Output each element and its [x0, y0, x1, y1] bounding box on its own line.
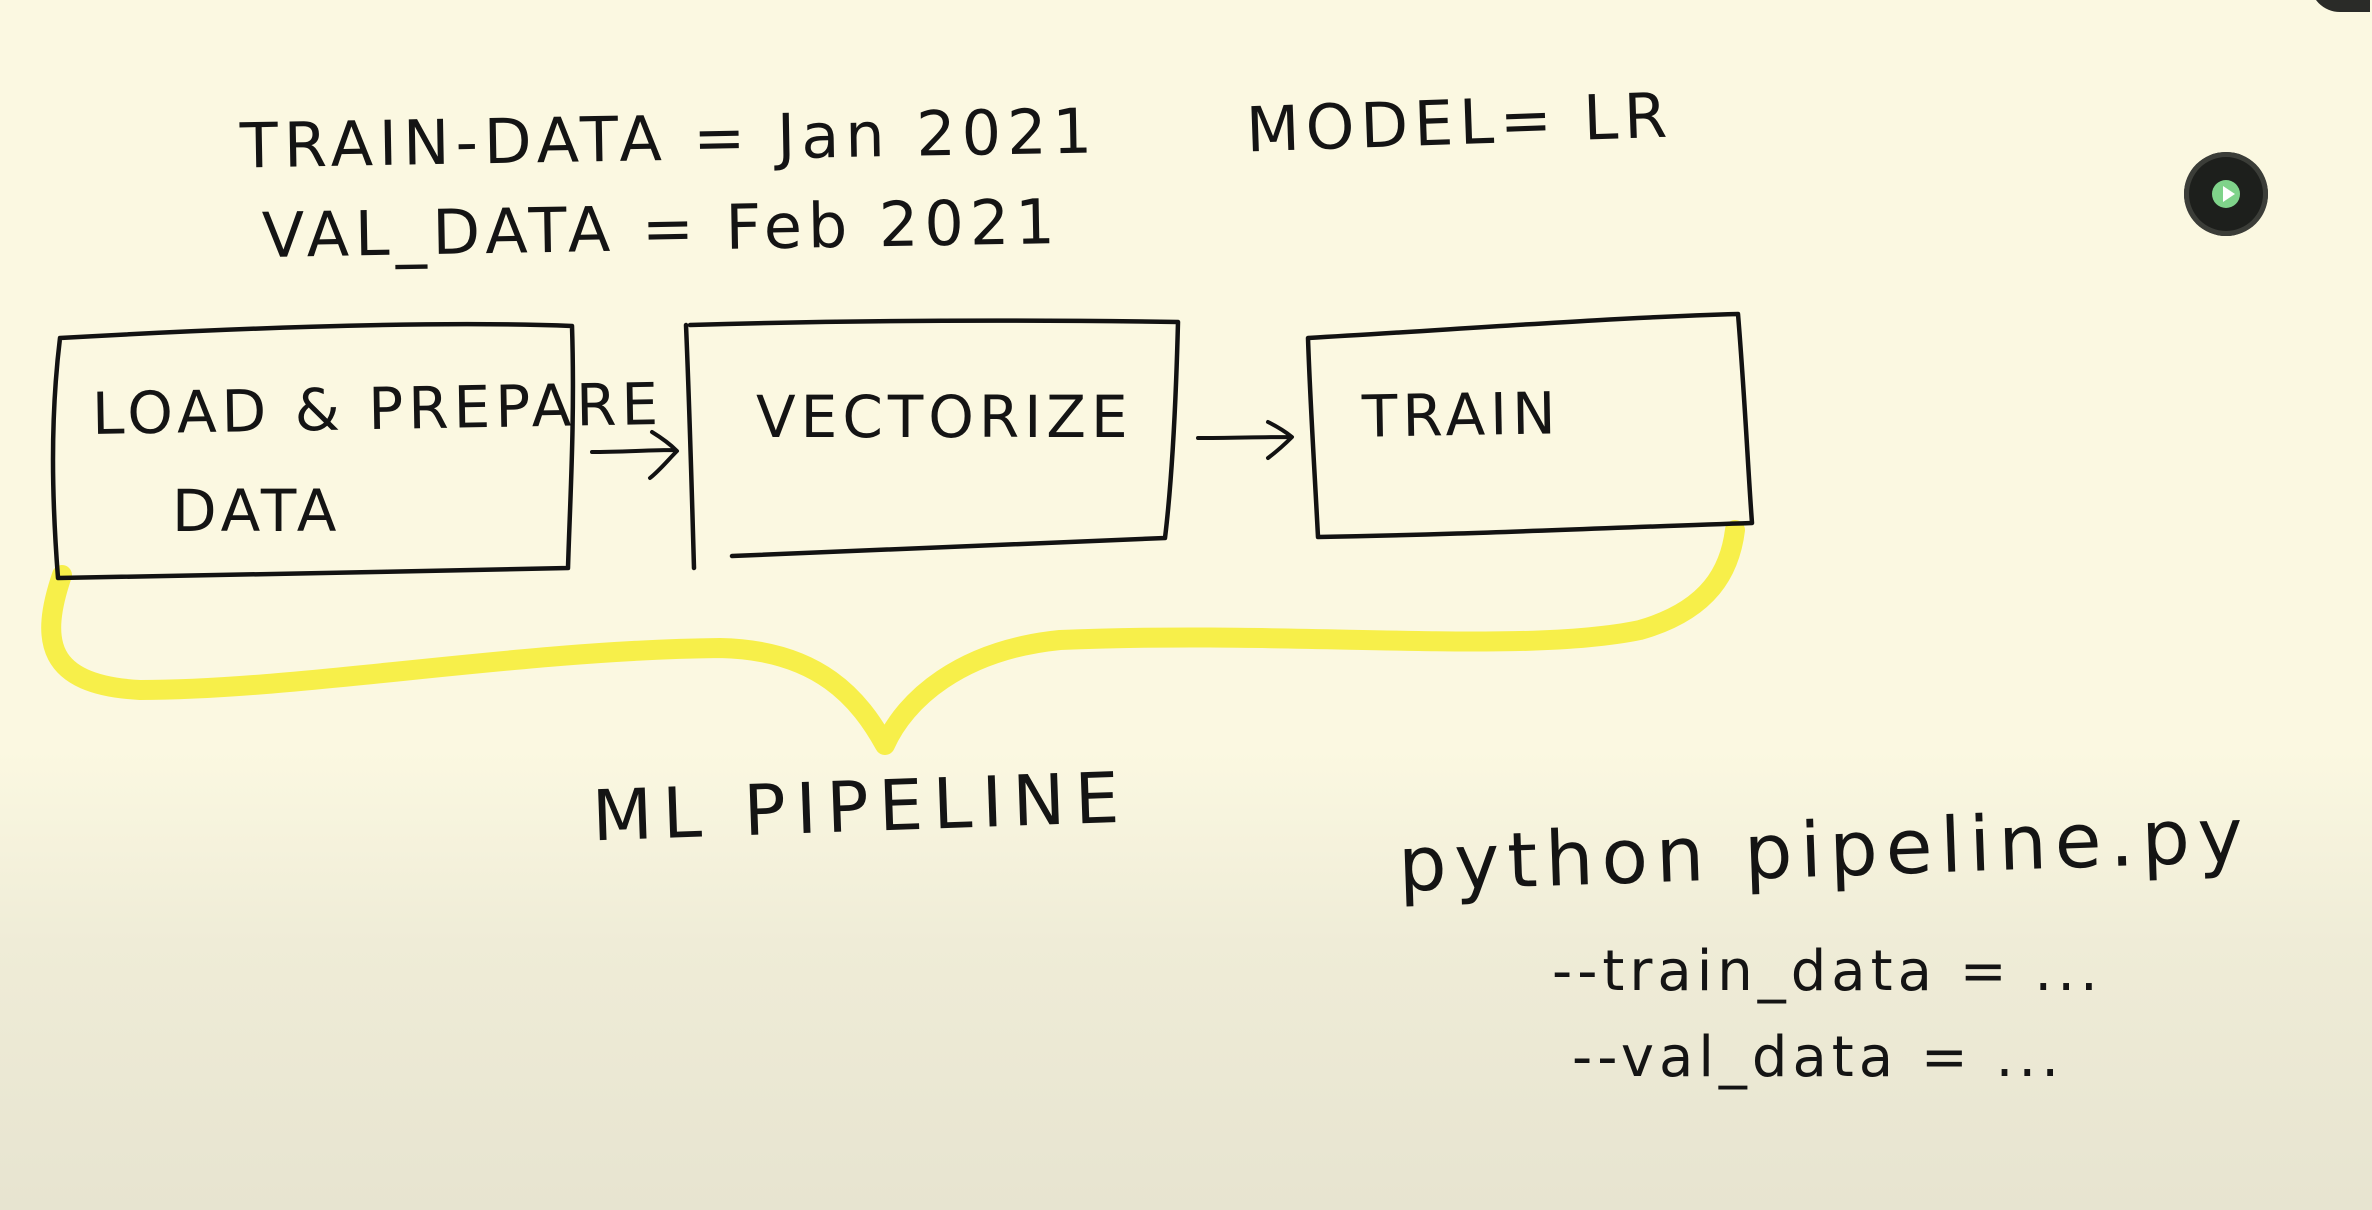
arrow-vectorize-to-train — [1196, 420, 1294, 460]
model-note: MODEL= LR — [1244, 78, 1675, 167]
pipeline-label: ML PIPELINE — [590, 756, 1131, 858]
step-box-vectorize — [683, 322, 697, 571]
step-label-train: TRAIN — [1361, 379, 1562, 451]
val-data-note: VAL_DATA = Feb 2021 — [261, 185, 1062, 272]
command-arg-val: --val_data = ... — [1572, 1025, 2064, 1090]
step-box-vectorize-outline — [687, 318, 1181, 559]
record-button-icon — [2212, 180, 2240, 208]
step-label-load-prepare-line2: DATA — [172, 477, 342, 545]
pipeline-brace — [41, 520, 1745, 755]
train-data-note: TRAIN-DATA = Jan 2021 — [239, 94, 1099, 183]
command-arg-train: --train_data = ... — [1552, 939, 2103, 1004]
step-label-vectorize: VECTORIZE — [756, 383, 1133, 451]
step-box-train — [1305, 311, 1755, 540]
step-box-load-prepare — [50, 321, 576, 581]
arrow-load-to-vectorize — [590, 430, 679, 480]
record-button[interactable] — [2184, 152, 2268, 236]
step-label-load-prepare: LOAD & PREPARE — [91, 370, 664, 448]
